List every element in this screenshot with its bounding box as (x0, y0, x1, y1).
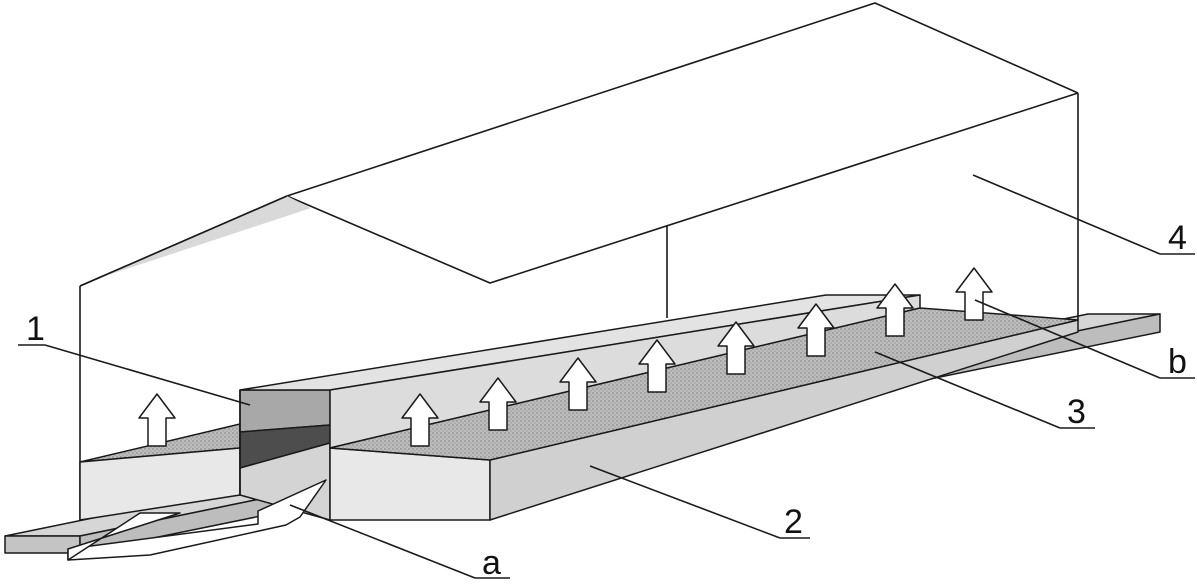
airflow-arrows (138, 267, 993, 447)
up-arrow-icon (717, 321, 755, 375)
up-arrow-icon (479, 377, 517, 431)
up-arrow-icon (401, 393, 439, 447)
callout-labels: 1 2 3 4 a b (26, 219, 1187, 582)
callout-3: 3 (1067, 393, 1086, 431)
leader-lines (18, 174, 1195, 579)
callout-2: 2 (784, 503, 803, 541)
callout-b: b (1168, 343, 1187, 381)
up-arrow-icon (876, 283, 914, 337)
building-shell (79, 2, 1079, 520)
callout-1: 1 (26, 310, 45, 348)
up-arrow-icon (955, 267, 993, 321)
up-arrow-icon (559, 357, 597, 411)
up-arrow-icon (797, 303, 835, 357)
inlet-arrow-icon (67, 479, 327, 561)
grain-pile (239, 294, 1079, 521)
callout-a: a (482, 544, 501, 582)
up-arrow-icon (638, 339, 676, 393)
callout-4: 4 (1168, 219, 1187, 257)
up-arrow-icon (138, 393, 176, 447)
